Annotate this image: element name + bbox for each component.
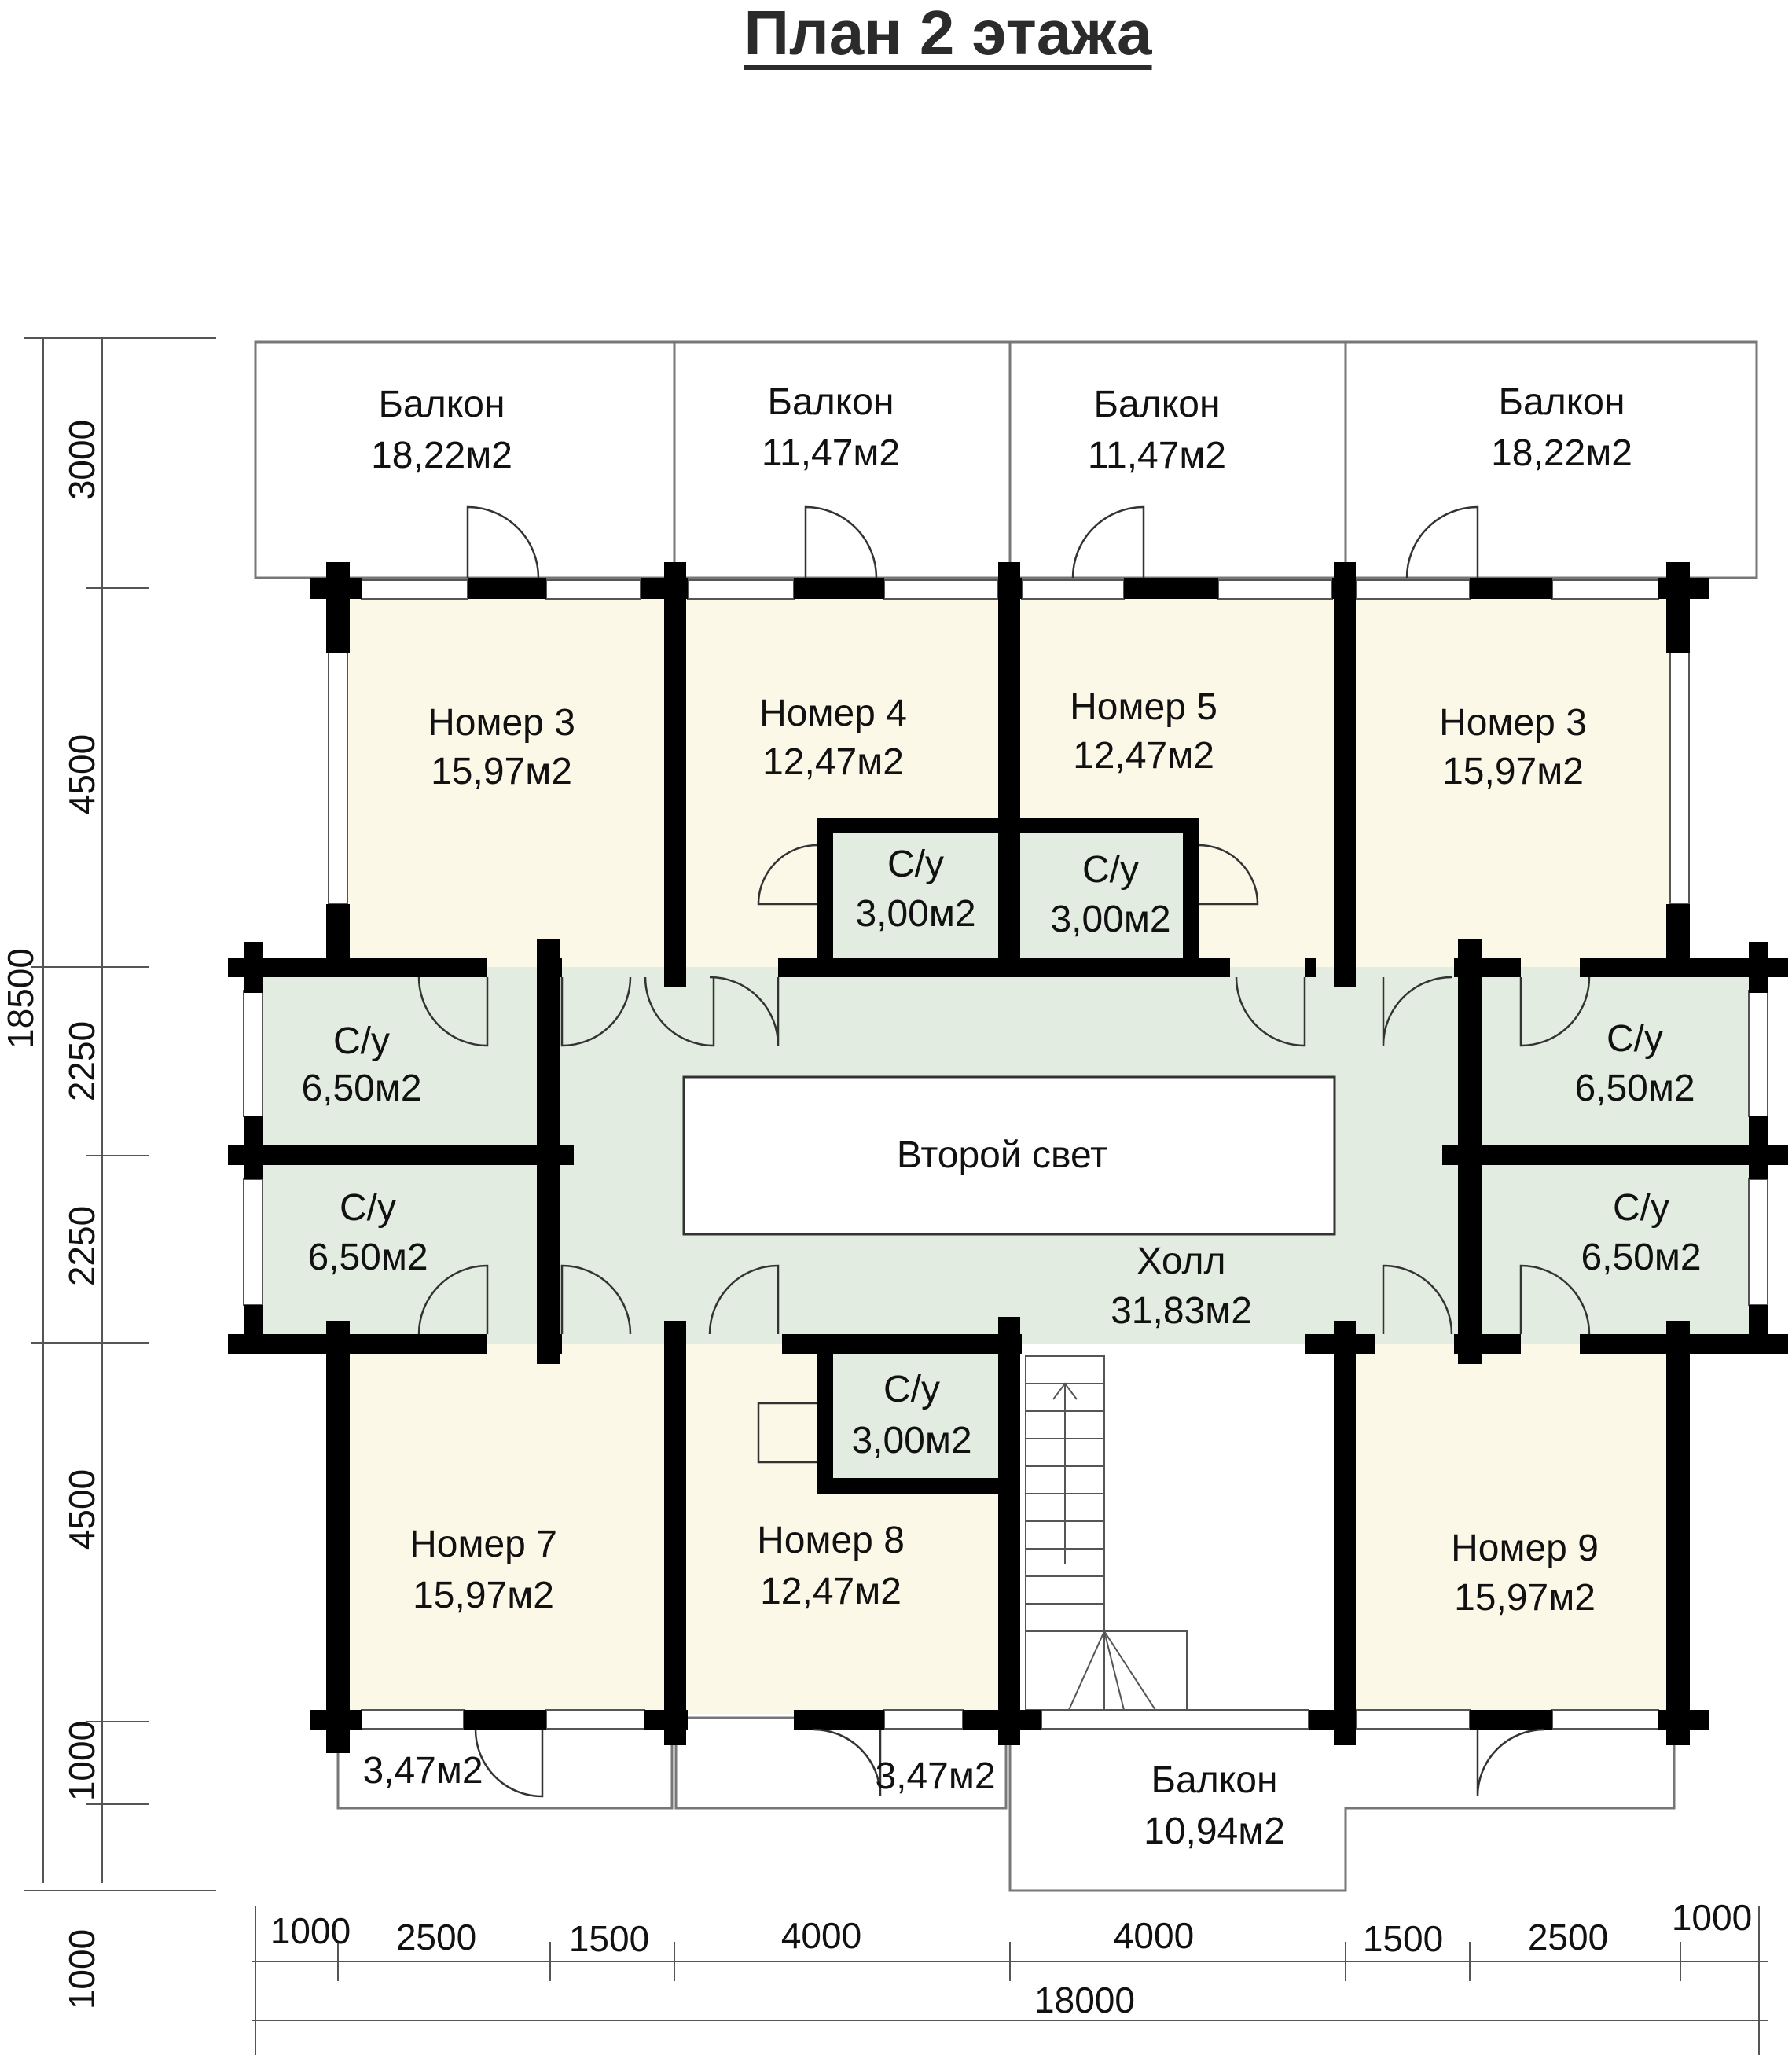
stair-zone [1018, 1344, 1336, 1714]
dim-left-1000-b: 1000 [61, 1929, 102, 2009]
balcony-top-strip [254, 340, 1758, 579]
wc-top-left-area: 3,00м2 [855, 893, 975, 935]
balcony-3-name: Балкон [1094, 384, 1221, 425]
dim-bottom-1000-b: 1000 [1672, 1897, 1752, 1938]
staircase [1025, 1355, 1188, 1711]
bottom-rooms-floor-right [1344, 1344, 1682, 1714]
wc-top-right-area: 3,00м2 [1050, 899, 1170, 940]
room-top-3-name: Номер 5 [1070, 686, 1217, 728]
balcony-2-area: 11,47м2 [762, 432, 900, 474]
dimension-labels: 3000 4500 2250 2250 4500 1000 1000 18500… [0, 420, 1752, 2020]
dim-left-4500-a: 4500 [61, 734, 102, 814]
room-bottom-1-area: 15,97м2 [413, 1575, 554, 1616]
room-top-1-name: Номер 3 [428, 702, 575, 744]
hall-area: 31,83м2 [1111, 1290, 1252, 1332]
room-top-2-area: 12,47м2 [762, 741, 904, 783]
dim-bottom-1500-a: 1500 [569, 1918, 649, 1959]
small-balcony-1-area: 3,47м2 [362, 1750, 483, 1792]
room-top-4-name: Номер 3 [1439, 702, 1587, 744]
wc-left-1-name: С/у [333, 1020, 390, 1062]
balcony-1-name: Балкон [379, 384, 505, 425]
dim-bottom-4000-a: 4000 [781, 1915, 861, 1956]
door-swings [417, 505, 1591, 1798]
plan-title: План 2 этажа [744, 0, 1152, 68]
wc-right-1-area: 6,50м2 [1574, 1068, 1695, 1109]
room-bottom-1-name: Номер 7 [409, 1524, 557, 1565]
windows [243, 579, 1768, 1730]
dim-bottom-2500-b: 2500 [1528, 1917, 1608, 1958]
dim-bottom-2500-a: 2500 [396, 1917, 476, 1958]
wc-bottom-area: 3,00м2 [851, 1420, 971, 1461]
room-top-3-area: 12,47м2 [1073, 735, 1214, 777]
dim-left-2250-b: 2250 [61, 1206, 102, 1286]
walls [228, 562, 1788, 1753]
wc-bottom-floor [825, 1344, 1006, 1486]
dim-bottom-total: 18000 [1034, 1980, 1135, 2020]
dim-left-4500-b: 4500 [61, 1469, 102, 1550]
second-light-label: Второй свет [897, 1134, 1107, 1176]
room-bottom-3-area: 15,97м2 [1454, 1577, 1596, 1619]
dim-left-3000: 3000 [61, 420, 102, 500]
room-bottom-2-name: Номер 8 [757, 1520, 905, 1561]
wc-left-1-area: 6,50м2 [301, 1068, 421, 1109]
room-top-4-area: 15,97м2 [1442, 751, 1584, 792]
small-balcony-2-area: 3,47м2 [875, 1755, 995, 1797]
room-bottom-3-name: Номер 9 [1451, 1527, 1599, 1569]
wc-right-2-name: С/у [1613, 1187, 1669, 1229]
dim-bottom-1000-a: 1000 [270, 1910, 351, 1951]
wc-left-2-area: 6,50м2 [307, 1237, 428, 1278]
wc-right-2-area: 6,50м2 [1581, 1237, 1701, 1278]
room-bottom-2-area: 12,47м2 [760, 1571, 902, 1612]
room-labels: Балкон 18,22м2 Балкон 11,47м2 Балкон 11,… [301, 381, 1701, 1852]
wc-bottom-name: С/у [883, 1369, 940, 1410]
wc-top-right-name: С/у [1082, 849, 1139, 891]
wc-left-2-name: С/у [340, 1187, 396, 1229]
hall-name: Холл [1137, 1241, 1225, 1282]
second-light-void [682, 1075, 1336, 1236]
dim-bottom-1500-b: 1500 [1363, 1918, 1443, 1959]
balcony-bottom-area: 10,94м2 [1144, 1811, 1285, 1852]
room-top-1-area: 15,97м2 [431, 751, 572, 792]
room-top-2-name: Номер 4 [759, 693, 907, 734]
wc-right-1-name: С/у [1607, 1018, 1663, 1060]
balcony-bottom-name: Балкон [1151, 1759, 1278, 1801]
dim-left-2250-a: 2250 [61, 1021, 102, 1101]
dim-bottom-4000-b: 4000 [1114, 1915, 1194, 1956]
dim-left-1000-a: 1000 [61, 1721, 102, 1801]
balcony-2-name: Балкон [768, 381, 894, 423]
balcony-1-area: 18,22м2 [371, 435, 512, 476]
dim-left-total: 18500 [0, 948, 41, 1049]
balcony-4-name: Балкон [1499, 381, 1625, 423]
balcony-4-area: 18,22м2 [1491, 432, 1632, 474]
wc-top-left-name: С/у [887, 844, 944, 885]
balcony-3-area: 11,47м2 [1088, 435, 1226, 476]
dimension-lines [24, 337, 1768, 2055]
